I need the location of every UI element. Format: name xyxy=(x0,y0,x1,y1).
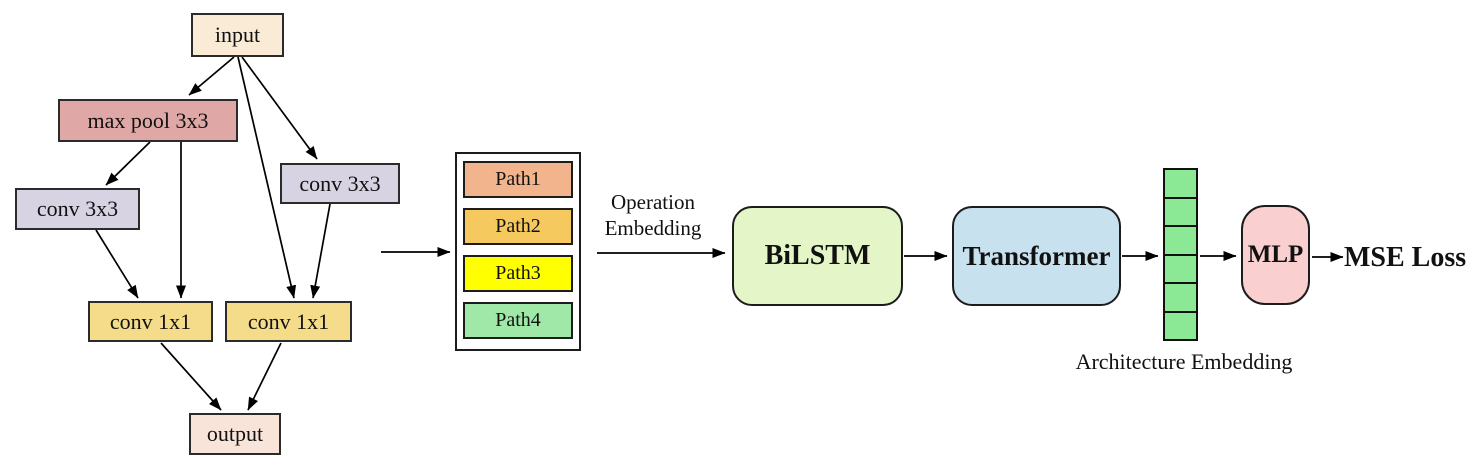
edge-input-conv1x1-right xyxy=(237,56,297,299)
edge-conv1x1r-output xyxy=(247,342,282,411)
edge-conv3x3l-conv1x1l xyxy=(95,229,139,299)
embedding-cell xyxy=(1163,196,1198,227)
path4-box: Path4 xyxy=(463,302,573,339)
embedding-cell xyxy=(1163,225,1198,256)
dag-node-max-pool-3x3: max pool 3x3 xyxy=(58,99,238,142)
dag-node-conv-3x3-right: conv 3x3 xyxy=(280,163,400,204)
edge-input-conv3x3-right xyxy=(241,56,318,160)
mse-loss-label: MSE Loss xyxy=(1344,242,1467,273)
embedding-cell xyxy=(1163,168,1198,199)
dag-node-output: output xyxy=(189,413,281,455)
architecture-embedding-label: Architecture Embedding xyxy=(1075,349,1293,374)
bilstm-block: BiLSTM xyxy=(732,206,903,306)
edge-conv3x3r-conv1x1r xyxy=(310,203,331,299)
paths-panel: Path1 Path2 Path3 Path4 xyxy=(455,152,581,351)
dag-node-conv-1x1-left: conv 1x1 xyxy=(88,301,213,342)
operation-embedding-label: Operation Embedding xyxy=(604,190,702,241)
transformer-block: Transformer xyxy=(952,206,1121,306)
dag-node-input: input xyxy=(191,13,284,57)
mlp-block: MLP xyxy=(1241,205,1310,305)
embedding-cell xyxy=(1163,310,1198,341)
architecture-embedding-column xyxy=(1163,168,1198,341)
edge-input-maxpool xyxy=(188,56,235,96)
embedding-cell xyxy=(1163,253,1198,284)
dag-node-conv-1x1-right: conv 1x1 xyxy=(225,301,352,342)
edge-conv1x1l-output xyxy=(160,342,222,411)
path1-box: Path1 xyxy=(463,161,573,198)
edge-maxpool-conv3x3-left xyxy=(105,141,151,186)
path2-box: Path2 xyxy=(463,208,573,245)
dag-node-conv-3x3-left: conv 3x3 xyxy=(15,188,140,230)
embedding-cell xyxy=(1163,282,1198,313)
path3-box: Path3 xyxy=(463,255,573,292)
